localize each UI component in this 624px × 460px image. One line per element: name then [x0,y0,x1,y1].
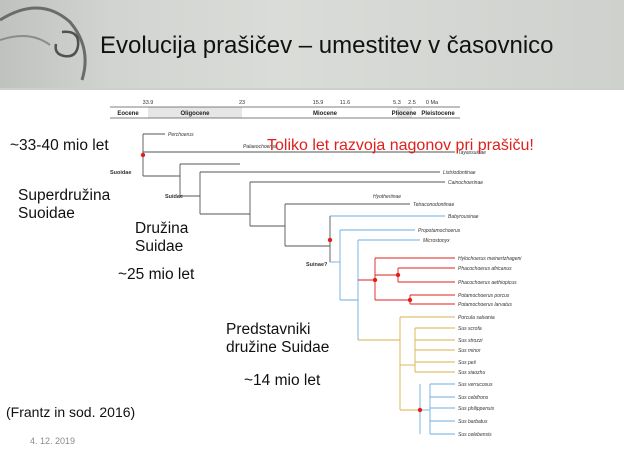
taxon-label: Sus celebensis [458,432,492,438]
time-tick: 15.9 [313,100,324,106]
timescale: 33.9 23 15.9 11.6 5.3 2.5 0 Ma Eocene Oligocene M… [110,100,460,119]
taxon-label: Listriodontinae [443,170,476,176]
taxon-label: Palaeochoerus [243,144,277,150]
taxon-label: Sus barbatus [458,419,488,425]
taxon-label: Cainochoerinae [448,180,483,186]
time-tick: 0 Ma [426,100,439,106]
title-divider [0,88,624,90]
taxon-label: Potamochoerus porcus [458,293,510,299]
epoch-label: Pleistocene [421,111,455,117]
epoch-label: Oligocene [180,111,210,117]
representatives-label: Predstavniki družine Suidae [226,321,330,358]
taxon-label: Propotamochoerus [418,228,461,234]
slide-title: Evolucija prašičev – umestitev v časovni… [100,32,554,59]
clade-label: Suoidae [110,170,131,176]
slide-date: 4. 12. 2019 [30,436,76,446]
epoch-label: Pliocene [392,111,417,117]
taxon-label: Tetraconodontinae [413,202,454,208]
taxon-label: Babyrousinae [448,214,479,220]
epoch-label: Eocene [117,111,139,117]
epoch-band [242,107,397,118]
family-age-label: ~25 mio let [118,266,195,285]
epoch-label: Miocene [313,111,338,117]
time-tick: 2.5 [408,100,416,106]
epoch-band [110,107,148,118]
instincts-note: Toliko let razvoja nagonov pri prašiču! [267,137,534,154]
tree-edges [142,133,455,435]
taxon-label: Sus scrofa [458,326,482,332]
taxon-label: Perchoerus [168,132,194,138]
calibration-node [417,407,423,413]
calibration-node [372,277,378,283]
time-tick: 23 [239,100,245,106]
family-label: Družina Suidae [135,220,189,257]
calibration-node [140,152,146,158]
taxon-label: Sus xiaozhu [458,370,485,376]
taxon-label: Sus verrucosus [458,382,493,388]
clade-label: Suinae? [306,262,328,268]
time-tick: 5.3 [393,100,401,106]
taxon-label: Phacochoerus aethiopicus [458,280,517,286]
taxon-label: Phacochoerus africanus [458,266,512,272]
time-tick: 11.6 [340,100,350,106]
epoch-band [412,107,452,118]
taxon-label: Potamochoerus larvatus [458,302,512,308]
taxon-label: Sus philippensis [458,406,495,412]
taxon-label: Microstonyx [423,238,450,244]
title-bar: Evolucija prašičev – umestitev v časovni… [0,0,624,88]
taxon-label: Sus minor [458,348,481,354]
representatives-age-label: ~14 mio let [244,372,321,391]
taxon-label: Hyotheriinae [373,194,401,200]
calibration-node [327,237,333,243]
clade-label: Suidae [165,194,183,200]
wire-clip-image [0,6,87,81]
taxon-label: Sus strozzi [458,338,483,344]
taxon-label: Sus peii [458,360,477,366]
taxon-label: Tayassuidae [458,150,486,156]
taxon-label: Porcula salvania [458,315,495,321]
epoch-band [148,107,242,118]
superfamily-age-label: ~33-40 mio let [10,137,109,156]
taxon-label: Sus cebifrons [458,395,489,401]
citation: (Frantz in sod. 2016) [6,404,136,420]
time-tick: 33.9 [143,100,154,106]
tree-nodes [140,152,423,413]
calibration-node [407,297,413,303]
taxon-labels: PerchoerusPalaeochoerusTayassuidaeListri… [110,132,522,438]
taxon-label: Hylochoerus meinertzhageni [458,256,522,262]
superfamily-label: Superdružina Suoidae [18,187,111,224]
epoch-band [397,107,412,118]
calibration-node [395,272,401,278]
